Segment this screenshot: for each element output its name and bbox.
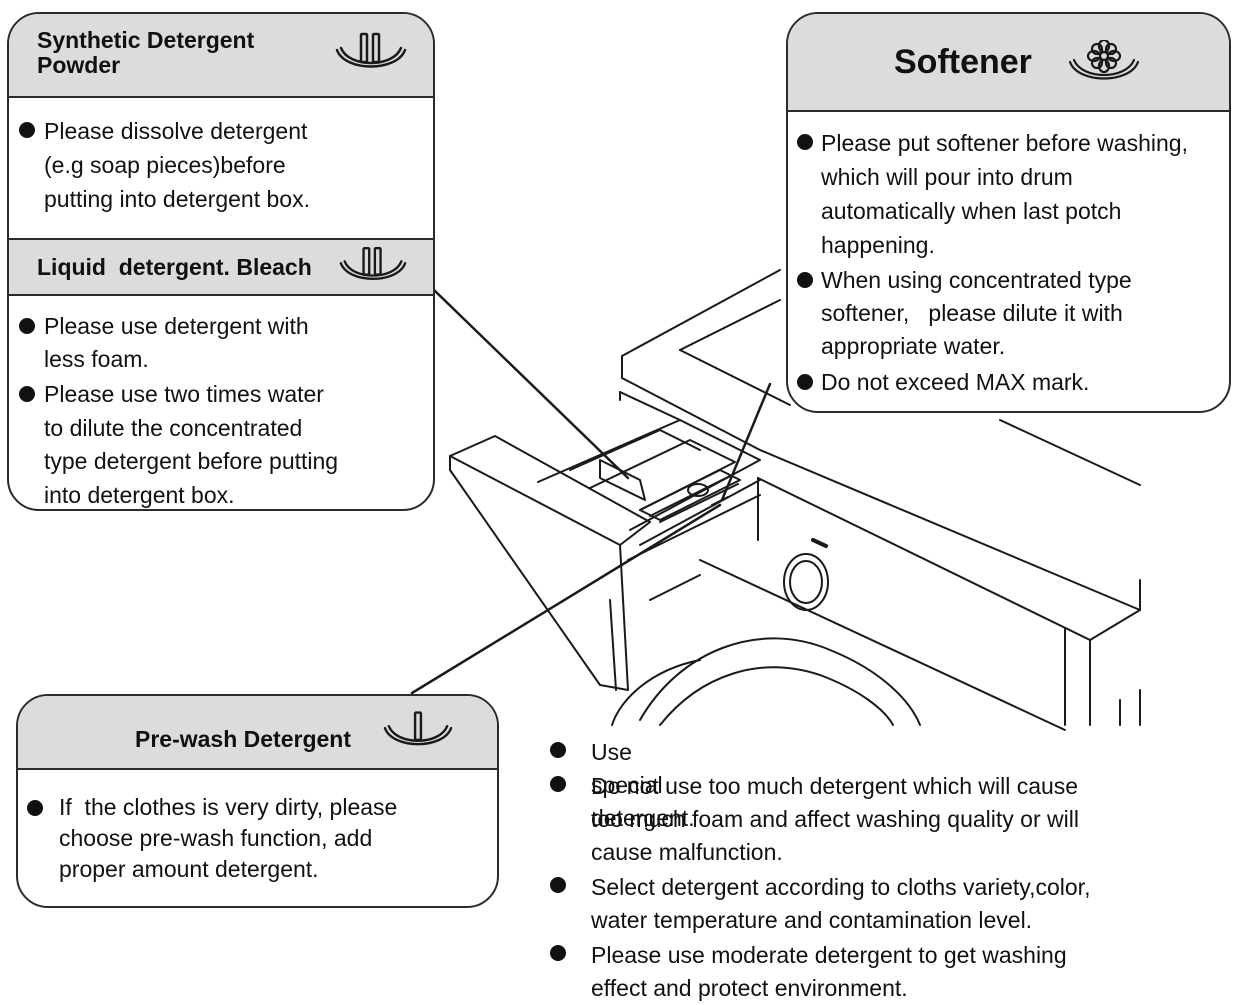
prewash-body: If the clothes is very dirty, please cho… xyxy=(18,770,497,906)
leader-lines xyxy=(410,288,772,695)
softener-body: Please put softener before washing, whic… xyxy=(788,112,1229,411)
detergent-drawer xyxy=(449,391,761,691)
flower-icon xyxy=(1068,40,1140,80)
bullet-dot xyxy=(19,386,35,402)
bullet-dot xyxy=(797,374,813,390)
bullet-text: Do not exceed MAX mark. xyxy=(821,369,1090,395)
machine-front-panel xyxy=(699,477,1141,731)
bullet-text: Select detergent according to cloths var… xyxy=(591,874,1091,933)
bullet-text: Please put softener before washing, whic… xyxy=(821,130,1188,258)
bullet-dot xyxy=(19,122,35,138)
bullet-dot xyxy=(550,877,566,893)
softener-title: Softener xyxy=(894,43,1032,81)
bullet-dot xyxy=(550,945,566,961)
synthetic-powder-title: Synthetic Detergent Powder xyxy=(37,27,255,78)
compartment-ii-icon xyxy=(335,32,407,68)
bullet-dot xyxy=(550,742,566,758)
prewash-header: Pre-wash Detergent xyxy=(18,696,497,770)
bullet-dot xyxy=(19,318,35,334)
detergent-compartment-card: Synthetic Detergent Powder Please dissol… xyxy=(7,12,435,511)
program-knob xyxy=(783,538,829,611)
compartment-ii-icon xyxy=(339,246,407,281)
bullet-dot xyxy=(797,134,813,150)
bullet-dot xyxy=(27,800,43,816)
synthetic-powder-header: Synthetic Detergent Powder xyxy=(9,14,433,98)
synthetic-powder-body: Please dissolve detergent (e.g soap piec… xyxy=(9,98,433,238)
compartment-i-icon xyxy=(383,711,453,746)
softener-card: Softener Please put softener before wash… xyxy=(786,12,1231,413)
liquid-bleach-body: Please use detergent with less foam. Ple… xyxy=(9,296,433,509)
machine-top-surface xyxy=(621,269,1141,611)
bullet-text: Please use moderate detergent to get was… xyxy=(591,942,1067,1001)
bullet-text: Please use detergent with less foam. xyxy=(44,313,309,372)
bullet-text: Please dissolve detergent (e.g soap piec… xyxy=(44,118,310,212)
liquid-bleach-title: Liquid detergent. Bleach xyxy=(37,254,312,280)
bullet-dot xyxy=(797,272,813,288)
bullet-text: Please use two times water to dilute the… xyxy=(44,381,339,508)
bullet-text: Do not use too much detergent which will… xyxy=(591,773,1079,865)
prewash-card: Pre-wash Detergent If the clothes is ver… xyxy=(16,694,499,908)
bullet-dot xyxy=(550,776,566,792)
prewash-title: Pre-wash Detergent xyxy=(135,726,352,752)
liquid-bleach-header: Liquid detergent. Bleach xyxy=(9,238,433,296)
bullet-text: When using concentrated type softener, p… xyxy=(821,267,1132,359)
door-porthole xyxy=(611,637,921,726)
bullet-text: Use special detergent. xyxy=(591,739,695,831)
softener-header: Softener xyxy=(788,14,1229,112)
bullet-text: If the clothes is very dirty, please cho… xyxy=(59,794,398,882)
